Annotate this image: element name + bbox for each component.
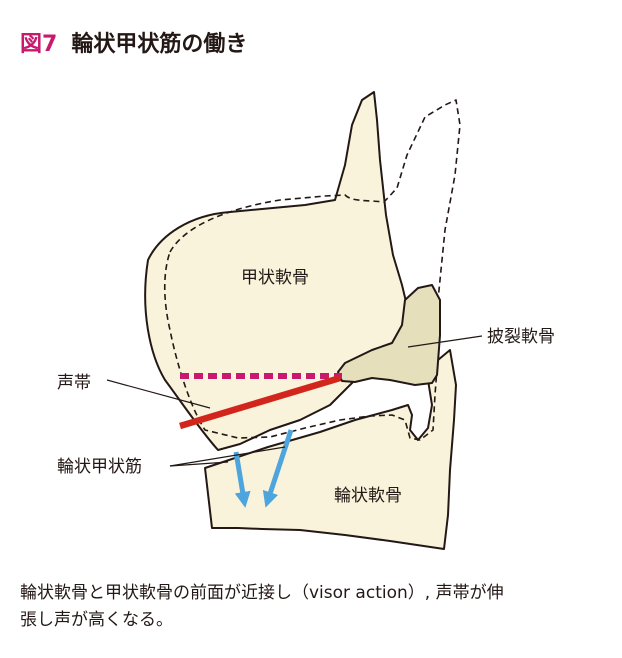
label-thyroid: 甲状軟骨 [241,268,309,288]
leader-muscle-2 [169,446,286,467]
label-arytenoid: 披裂軟骨 [487,327,555,347]
label-cricothyroid-muscle: 輪状甲状筋 [57,457,142,477]
leader-arytenoid [407,335,483,348]
muscle-arrow-back [262,429,294,508]
figure-title: 輪状甲状筋の働き [71,32,248,57]
figure-number: 図7 [20,32,58,57]
caption-line-1: 輪状軟骨と甲状軟骨の前面が近接し（visor action）, 声帯が伸 [20,583,504,603]
leader-vocal-fold [106,379,211,409]
larynx-diagram: 甲状軟骨 披裂軟骨 声帯 輪状甲状筋 輪状軟骨 [57,91,555,550]
figure-caption: 輪状軟骨と甲状軟骨の前面が近接し（visor action）, 声帯が伸 張し声… [20,580,610,634]
vocal-fold-stretched [179,374,341,430]
muscle-arrow-front [233,451,251,508]
label-vocal-fold: 声帯 [57,373,91,393]
thyroid-cartilage [144,91,409,451]
label-cricoid: 輪状軟骨 [334,486,402,506]
figure-heading: 図7 輪状甲状筋の働き [20,30,247,60]
arytenoid-cartilage [337,284,441,386]
leader-muscle-1 [169,461,229,467]
caption-line-2: 張し声が高くなる。 [20,610,173,630]
